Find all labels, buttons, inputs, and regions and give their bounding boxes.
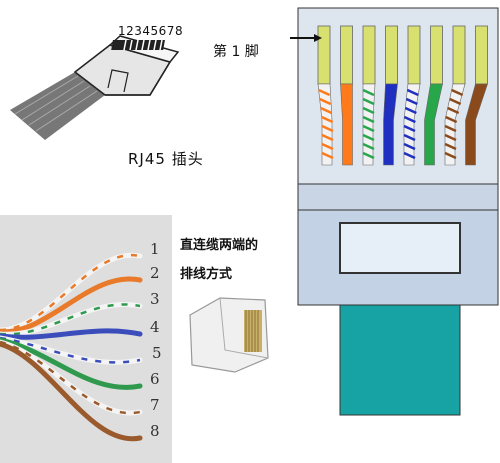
wire-stripe [321,142,334,151]
contact-2 [340,25,353,85]
wire-stripe [362,106,375,115]
contact-3 [362,25,376,85]
wire-number-5: 5 [152,344,162,362]
wire-stripe [449,97,462,106]
wire-stripe [362,133,375,142]
wire-stripe [444,151,457,160]
rj45-plug-label: RJ45 插头 [128,150,204,168]
photo-wire-stripe [0,336,141,364]
wire-stripe [403,124,416,133]
wire-stripe [321,124,334,133]
wire-stripe [403,151,416,160]
wire-stripe [321,115,334,124]
clear-plug-contacts [244,310,262,352]
caption-line-2: 排线方式 [180,267,233,282]
wire-number-1: 1 [150,240,160,258]
photo-wire-stripe [0,340,141,415]
wire-stripe [318,88,331,97]
wire-stripe [362,88,375,97]
wire-stripe [405,97,418,106]
wire-stripe [444,124,457,133]
rj45-wiring-diagram [290,7,499,416]
plug-body [73,35,180,96]
wire-number-7: 7 [150,396,160,414]
wire-stripe [362,151,375,160]
wire-2 [340,83,353,166]
wire-number-4: 4 [150,318,160,336]
wire-number-2: 2 [150,264,160,282]
pin1-arrow [290,34,322,42]
wire-number-8: 8 [150,422,160,440]
wire-stripe [362,124,375,133]
caption-line-1: 直连缆两端的 [180,238,259,253]
wire-6 [424,83,443,166]
pin-number-sequence: 12345678 [118,24,184,38]
photo-wire-8 [0,341,143,442]
wire-number-3: 3 [150,290,160,308]
wire-4 [383,83,398,166]
contact-4 [385,25,398,85]
wire-7 [444,83,466,166]
wire-stripe [403,142,416,151]
wire-stripe [447,106,460,115]
wire-stripe [321,133,334,142]
contact-8 [475,25,488,85]
rj45-clear-plug [189,297,269,373]
contact-6 [430,25,443,85]
wire-stripe [362,115,375,124]
contact-5 [407,25,421,85]
wire-stripe [362,142,375,151]
photo-wire-stripe [0,303,141,336]
wire-stripe [321,151,334,160]
wire-stripe [444,142,457,151]
contact-1 [317,25,331,85]
wire-stripe [403,115,416,124]
plug-contacts [111,39,165,51]
wire-bundle-photo [0,215,172,463]
contact-7 [452,25,466,85]
photo-wire-4 [0,328,143,340]
wire-stripe [451,88,464,97]
photo-wire-2 [0,276,143,335]
wire-stripe [445,115,458,124]
photo-wire-6 [0,337,143,390]
wire-8 [465,83,488,166]
wire-stripe [403,133,416,142]
wire-stripe [362,97,375,106]
photo-wire-stripe [0,253,141,332]
wire-stripe [444,133,457,142]
wire-stripe [406,88,419,97]
wire-stripe [319,97,332,106]
wire-number-6: 6 [150,370,160,388]
pin1-label: 第 1 脚 [213,44,259,60]
wire-stripe [404,106,417,115]
wire-stripe [320,106,333,115]
cable [10,72,105,140]
wire-set [317,25,488,166]
